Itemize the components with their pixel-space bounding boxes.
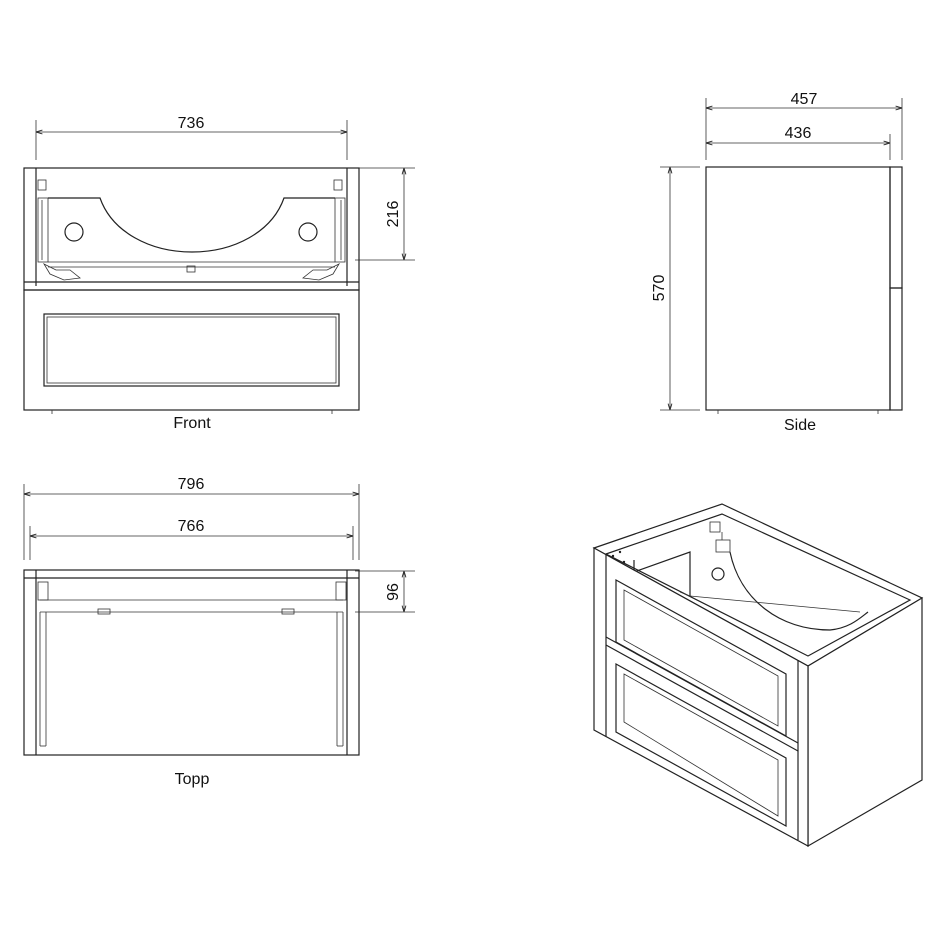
front-width-dimension: 736 — [35, 115, 348, 160]
side-height-label: 570 — [651, 275, 668, 302]
side-view: 457 436 570 Side — [651, 91, 903, 434]
iso-lower-drawer-panel — [615, 662, 787, 828]
top-outline — [23, 569, 360, 756]
side-overall-depth-dimension: 457 — [705, 91, 903, 160]
front-drawer-panel — [43, 313, 340, 387]
top-view: 796 766 96 Topp — [23, 476, 415, 788]
isometric-view — [592, 503, 924, 848]
top-depth-label: 96 — [385, 583, 402, 601]
top-depth-dimension: 96 — [355, 570, 415, 613]
sink-bowl-outline — [48, 197, 335, 253]
side-height-dimension: 570 — [651, 166, 700, 411]
side-view-label: Side — [784, 417, 816, 434]
iso-sink-bowl-outline — [729, 551, 869, 631]
side-carcass-depth-label: 436 — [785, 125, 812, 142]
front-width-label: 736 — [178, 115, 205, 132]
front-view: 736 216 F — [23, 115, 415, 432]
side-overall-depth-label: 457 — [791, 91, 818, 108]
front-sink-depth-dimension: 216 — [355, 167, 415, 261]
top-inner-width-label: 766 — [178, 518, 205, 535]
front-view-label: Front — [173, 415, 211, 432]
iso-upper-drawer-panel — [615, 578, 787, 738]
top-overall-width-dimension: 796 — [23, 476, 360, 560]
front-drawer — [23, 289, 360, 411]
side-upper-front — [889, 166, 903, 289]
right-overflow-hole — [298, 222, 318, 242]
front-sink-depth-label: 216 — [385, 201, 402, 228]
side-lower-front — [889, 287, 903, 411]
top-inner-width-dimension: 766 — [29, 518, 354, 560]
side-carcass-depth-dimension: 436 — [706, 125, 891, 160]
top-view-label: Topp — [175, 771, 210, 788]
top-overall-width-label: 796 — [178, 476, 205, 493]
left-overflow-hole — [64, 222, 84, 242]
side-carcass — [705, 166, 891, 411]
iso-overflow-hole — [711, 567, 725, 581]
